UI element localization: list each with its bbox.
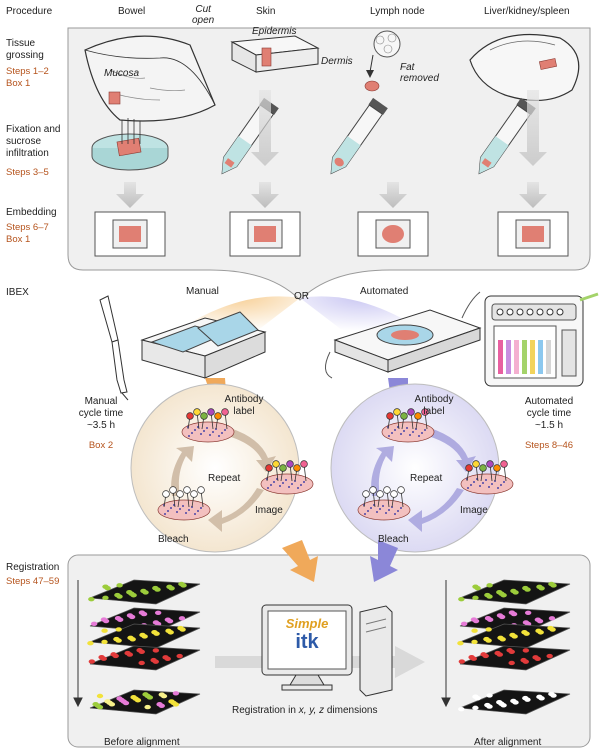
after-layer [458,645,571,671]
fixation-dish [91,118,169,171]
epidermis-label: Epidermis [252,26,297,37]
automated-label: Automated [360,286,409,297]
caption-vars: x, y, z [298,705,325,716]
fixation-tube-lymph [330,97,388,175]
automated-cycle-arrows [371,428,476,532]
gray-arrows [116,90,547,208]
manual-antibody-label: Antibody label [224,394,264,417]
dermis-label: Dermis [321,56,353,67]
before-layer [88,579,201,605]
bowel-label: Bowel [118,6,146,17]
automated-steps-ref: Steps 8–46 [524,440,574,451]
section-glyphs [157,408,514,521]
manual-cycle-time: Manual cycle time ~3.5 h [78,396,124,431]
automated-section-bleached [357,486,411,521]
before-merged-layer [89,689,201,715]
registration-steps: Steps 47–59 [6,576,60,587]
liver-label: Liver/kidney/spleen [484,6,570,17]
skin-label: Skin [256,6,276,17]
bowel-tissue-drawing [84,35,216,122]
after-alignment-label: After alignment [474,737,542,748]
before-alignment-label: Before alignment [104,737,180,748]
automated-antibody-label: Antibody label [414,394,454,417]
automated-flow-cell [325,291,482,379]
fluidics-instrument [484,292,599,387]
automated-section-imaged [460,460,514,495]
grossing-steps: Steps 1–2 Box 1 [6,66,49,89]
mucosa-label: Mucosa [104,68,140,79]
computer-icon [261,604,393,697]
skin-tissue-drawing [230,35,320,73]
manual-section-imaged [260,460,314,495]
procedure-heading: Procedure [6,6,53,17]
manual-chamber-slide [140,311,267,379]
manual-repeat-label: Repeat [208,473,241,484]
caption-prefix: Registration in [232,705,299,716]
automated-bleach-label: Bleach [378,534,409,545]
simpleitk-logo: Simple itk [272,616,342,653]
automated-image-label: Image [460,505,488,516]
fat-removed-label: Fat removed [400,62,439,84]
simpleitk-itk: itk [295,631,319,653]
tissue-grossing-label: Tissue grossing [6,38,44,61]
registration-caption: Registration in x, y, z dimensions [232,705,377,717]
embedding-label: Embedding [6,207,57,218]
before-layer [88,645,201,671]
before-stack [87,579,201,715]
stack-axis-arrows [73,580,451,708]
automated-repeat-label: Repeat [410,473,443,484]
manual-box-ref: Box 2 [88,440,114,451]
caption-suffix: dimensions [324,705,378,716]
after-merged-layer [458,689,571,715]
manual-bleach-label: Bleach [158,534,189,545]
manual-section-bleached [157,486,211,521]
manual-image-label: Image [255,505,283,516]
after-stack [457,579,571,715]
after-layer [458,579,571,605]
purple-arrow-registration [370,540,398,582]
automated-section-labeled [381,408,435,443]
orange-arrow-registration [282,540,318,582]
manual-section-labeled [181,408,235,443]
fixation-steps: Steps 3–5 [6,167,49,178]
automated-cycle-time: Automated cycle time ~1.5 h [524,396,574,431]
registration-label: Registration [6,562,60,573]
pipette-icon [99,295,129,401]
ibex-label: IBEX [6,287,29,298]
simpleitk-simple: Simple [285,616,329,631]
embedding-blocks [94,211,569,257]
cut-open-label: Cut open [192,4,215,26]
lymph-node-drawing [364,30,401,92]
fixation-label: Fixation and sucrose infiltration [6,124,61,159]
or-label: OR [294,291,309,302]
embedding-steps: Steps 6–7 Box 1 [6,222,49,245]
after-layer [459,607,571,633]
liver-tissue-drawing [469,33,580,102]
lymph-node-label: Lymph node [370,6,425,17]
manual-cycle-arrows [171,428,276,532]
manual-label: Manual [186,286,219,297]
